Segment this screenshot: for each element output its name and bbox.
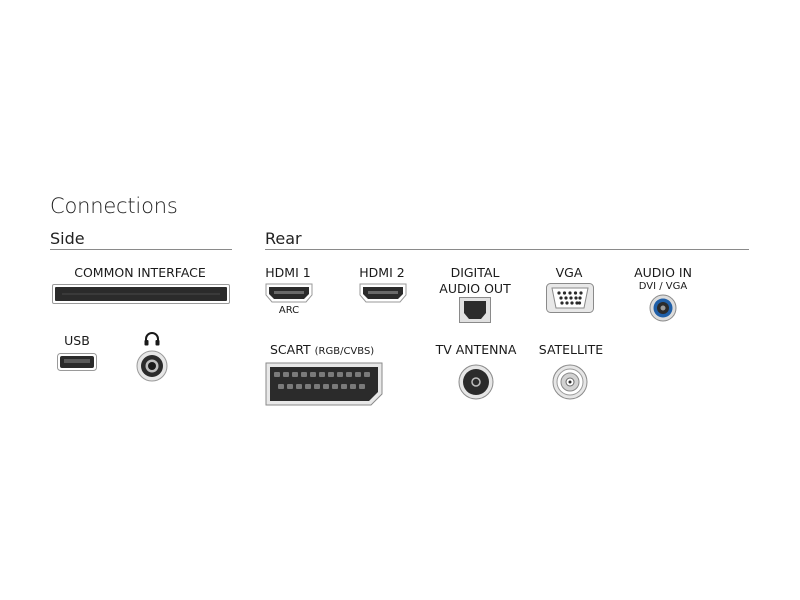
digital-audio-out-label-line1: DIGITAL: [450, 265, 500, 280]
audio-in-sub-label: DVI / VGA: [638, 281, 688, 292]
hdmi1-port-icon: [265, 283, 313, 303]
vga-port-icon: [546, 283, 594, 313]
scart-sub-label: (RGB/CVBS): [314, 346, 375, 357]
rear-divider: [265, 249, 749, 250]
tv-antenna-port-icon: [458, 364, 494, 400]
common-interface-label: COMMON INTERFACE: [74, 265, 206, 280]
common-interface-slot-icon: [52, 284, 230, 304]
hdmi2-label: HDMI 2: [359, 265, 405, 280]
audio-in-label: AUDIO IN: [634, 265, 692, 280]
usb-label: USB: [64, 333, 90, 348]
headphone-icon: [144, 332, 160, 346]
rear-heading: Rear: [265, 229, 302, 248]
vga-label: VGA: [555, 265, 583, 280]
page-title: Connections: [50, 194, 178, 218]
audio-in-jack-icon: [649, 294, 677, 322]
side-divider: [50, 249, 232, 250]
satellite-port-icon: [552, 364, 588, 400]
scart-label: SCART (RGB/CVBS): [270, 342, 374, 357]
scart-port-icon: [265, 362, 383, 406]
hdmi2-port-icon: [359, 283, 407, 303]
side-heading: Side: [50, 229, 85, 248]
optical-port-icon: [459, 297, 491, 323]
digital-audio-out-label-line2: AUDIO OUT: [439, 281, 511, 296]
headphone-jack-icon: [136, 350, 168, 382]
hdmi1-arc-label: ARC: [278, 305, 300, 316]
scart-label-text: SCART: [270, 342, 311, 357]
hdmi1-label: HDMI 1: [265, 265, 311, 280]
satellite-label: SATELLITE: [538, 342, 604, 357]
tv-antenna-label: TV ANTENNA: [435, 342, 517, 357]
usb-port-icon: [57, 353, 97, 371]
